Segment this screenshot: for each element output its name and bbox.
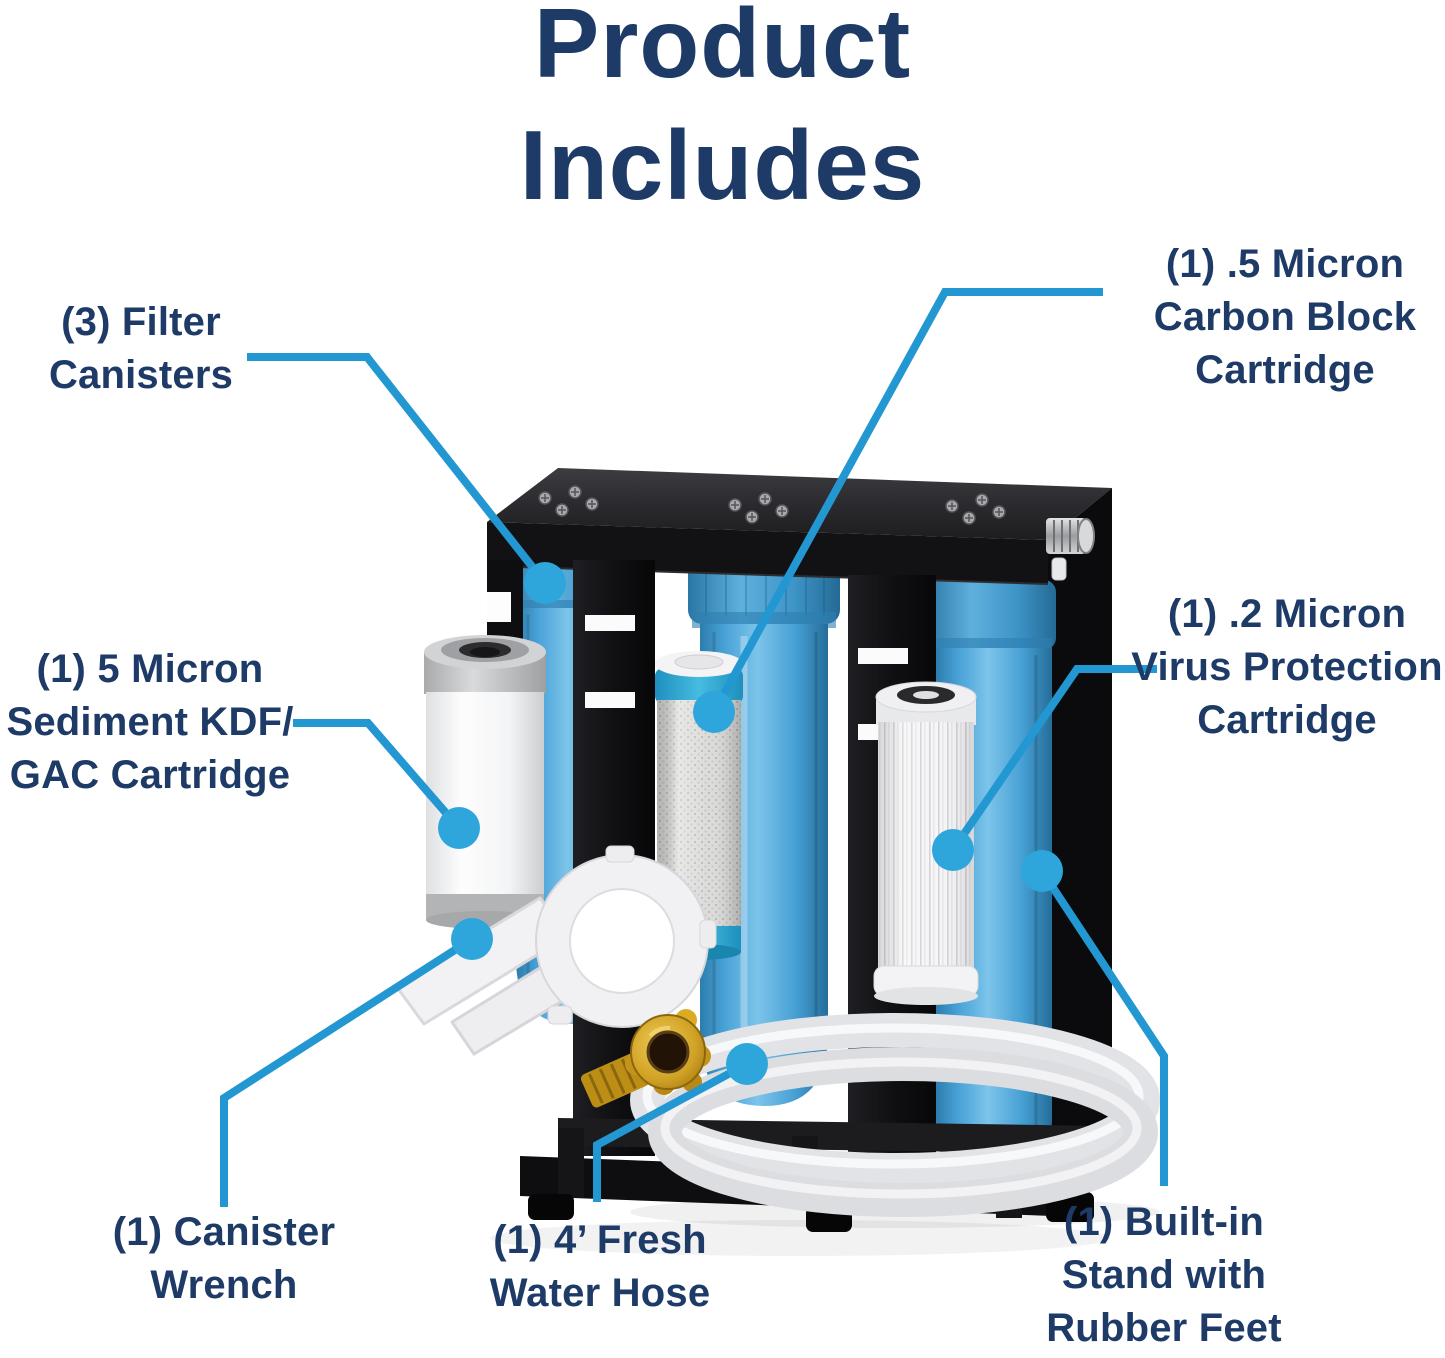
callout-dot (451, 918, 493, 960)
callout-fresh-water-hose (593, 1043, 768, 1202)
label-line: (1) 4’ Fresh (493, 1218, 707, 1262)
label-filter-canisters: (3) Filter Canisters (49, 296, 233, 402)
label-built-in-stand: (1) Built-in Stand with Rubber Feet (1046, 1196, 1282, 1355)
callout-canister-wrench (220, 918, 493, 1207)
callout-dot (1021, 850, 1063, 892)
callout-dot (524, 562, 566, 604)
fresh-water-hose (580, 1009, 1160, 1217)
filter-stand (487, 468, 1112, 1192)
callout-dot (726, 1043, 768, 1085)
stand-shadow (490, 1220, 1110, 1256)
callout-filter-canisters (247, 353, 566, 604)
label-line: Wrench (150, 1263, 298, 1307)
label-line: Rubber Feet (1046, 1306, 1282, 1350)
label-line: (1) .5 Micron (1165, 242, 1405, 286)
page-title-line: Includes (519, 110, 926, 220)
label-line: Cartridge (1197, 698, 1377, 742)
label-line: Cartridge (1195, 348, 1375, 392)
callout-carbon-block (693, 288, 1103, 733)
callout-virus-protection (932, 665, 1157, 871)
callout-line (220, 935, 475, 1207)
callout-built-in-stand (1021, 850, 1168, 1186)
page-title-line: Product (533, 0, 912, 98)
callout-line (949, 665, 1157, 853)
label-line: Water Hose (489, 1271, 711, 1315)
brass-hose-fitting (580, 1009, 711, 1108)
callout-line (593, 1060, 749, 1202)
label-line: Carbon Block (1153, 295, 1417, 339)
callout-dot (693, 691, 735, 733)
callout-line (1038, 868, 1168, 1186)
label-line: (1) 5 Micron (36, 647, 264, 691)
label-line: Stand with (1061, 1253, 1267, 1297)
callout-line (247, 353, 549, 586)
label-line: Sediment KDF/ (6, 700, 294, 744)
label-line: (1) Canister (112, 1210, 336, 1254)
callout-line (293, 719, 463, 831)
callout-dot (438, 807, 480, 849)
label-virus-protection: (1) .2 Micron Virus Protection Cartridge (1131, 588, 1442, 747)
label-line: (1) Built-in (1063, 1200, 1265, 1244)
label-line: Canisters (48, 353, 234, 397)
label-canister-wrench: (1) Canister Wrench (113, 1206, 335, 1312)
label-fresh-water-hose: (1) 4’ Fresh Water Hose (490, 1214, 711, 1320)
label-sediment-kdf: (1) 5 Micron Sediment KDF/ GAC Cartridge (6, 643, 293, 802)
rubber-foot (528, 1194, 574, 1220)
sediment-kdf-gac-cartridge (424, 635, 546, 929)
callout-line (710, 288, 1103, 714)
chrome-outlet-fitting (1046, 518, 1095, 581)
page-title: Product Includes (273, 0, 1173, 226)
canister-wrench (394, 845, 717, 1056)
callout-dot (932, 829, 974, 871)
label-line: (3) Filter (61, 300, 221, 344)
label-line: Virus Protection (1131, 645, 1443, 689)
callout-sediment-kdf (293, 719, 480, 849)
stand-screws (538, 485, 1006, 525)
callout-lines (220, 288, 1168, 1207)
label-carbon-block: (1) .5 Micron Carbon Block Cartridge (1154, 238, 1416, 397)
label-line: (1) .2 Micron (1167, 592, 1407, 636)
label-line: GAC Cartridge (9, 753, 291, 797)
